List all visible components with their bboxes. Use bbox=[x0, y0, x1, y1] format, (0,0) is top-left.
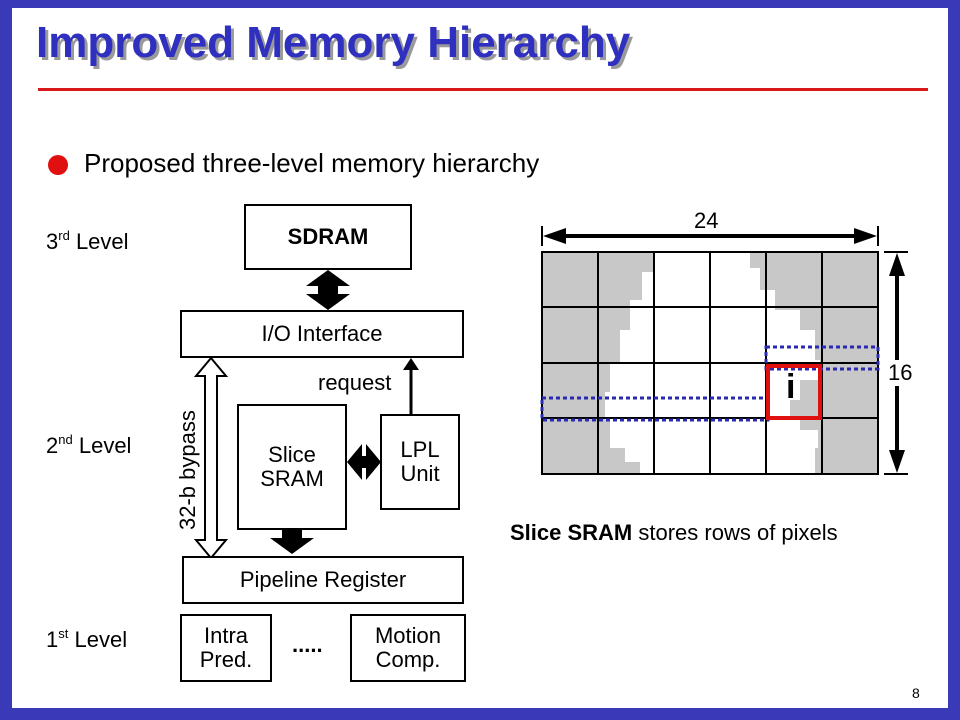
highlight-pixel-box bbox=[766, 364, 822, 420]
grid-height-label: 16 bbox=[886, 360, 915, 386]
pipeline-register-box: Pipeline Register bbox=[182, 556, 464, 604]
level-3-label: 3rd Level bbox=[46, 228, 129, 254]
highlight-pixel-label: i bbox=[786, 368, 796, 406]
grid-caption: Slice SRAM stores rows of pixels bbox=[510, 520, 838, 545]
sdram-io-arrow bbox=[306, 270, 350, 310]
height-arrowhead-bottom bbox=[889, 450, 905, 473]
slide-title: Improved Memory Hierarchy bbox=[36, 18, 631, 67]
dotted-row-lower bbox=[540, 396, 770, 422]
bullet-text: Proposed three-level memory hierarchy bbox=[84, 148, 540, 178]
sdram-box: SDRAM bbox=[244, 204, 412, 270]
frame-top bbox=[0, 0, 960, 8]
level-2-label: 2nd Level bbox=[46, 432, 132, 458]
request-label: request bbox=[318, 370, 392, 395]
width-arrowhead-right bbox=[854, 228, 877, 244]
request-arrowhead bbox=[403, 358, 419, 370]
io-interface-box: I/O Interface bbox=[180, 310, 464, 358]
level-1-label: 1st Level bbox=[46, 626, 128, 652]
ellipsis-label: ..... bbox=[292, 632, 323, 657]
grid-width-label: 24 bbox=[694, 208, 719, 233]
title-rule bbox=[38, 88, 928, 91]
height-arrowhead-top bbox=[889, 253, 905, 276]
page-number: 8 bbox=[912, 685, 920, 701]
white-island bbox=[620, 264, 668, 360]
frame-bottom bbox=[0, 708, 960, 720]
frame-left bbox=[0, 0, 12, 720]
frame-right bbox=[948, 0, 960, 720]
width-arrowhead-left bbox=[543, 228, 566, 244]
sram-lpl-arrow bbox=[347, 444, 381, 480]
bullet-icon bbox=[48, 155, 68, 175]
